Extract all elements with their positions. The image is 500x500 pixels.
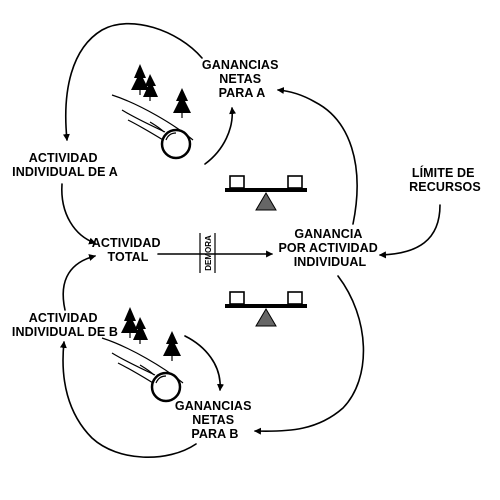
arrow-gain-to-gains-b [253,275,365,435]
resource-limit-label: LÍMITE DE RECURSOS [409,165,481,194]
seesaw-balance-icon [225,291,307,327]
arrow-reinforcing-loop-b [184,335,224,392]
arrow-resource-to-gain [378,204,441,259]
delay-label: DEMORA [204,235,213,271]
activity-a-label: ACTIVIDAD INDIVIDUAL DE A [12,151,118,179]
gain-b-label: GANANCIAS NETAS PARA B [175,399,255,441]
total-activity-label: ACTIVIDAD TOTAL [92,236,165,264]
gain-per-activity-label: GANANCIA POR ACTIVIDAD INDIVIDUAL [278,227,381,269]
arrow-gain-to-gains-a [276,87,358,225]
snowball-rolling-downhill-icon [101,307,184,403]
snowball-rolling-downhill-icon [111,64,194,160]
arrow-gains-a-to-activity-a [62,22,203,142]
delay-marker: DEMORA [199,233,216,273]
arrow-activity-a-to-total [61,183,96,245]
arrow-reinforcing-loop-a [204,106,237,165]
seesaw-balance-icon [225,175,307,211]
activity-b-label: ACTIVIDAD INDIVIDUAL DE B [12,311,118,339]
gain-a-label: GANANCIAS NETAS PARA A [202,58,282,100]
arrow-activity-b-to-total [62,254,97,311]
arrow-gains-b-to-activity-b [59,340,197,459]
